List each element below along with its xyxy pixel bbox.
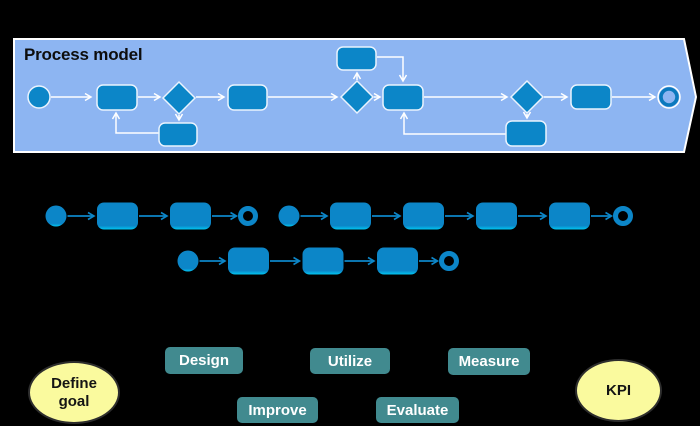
flow-arrow xyxy=(111,111,159,134)
kpi-label: KPI xyxy=(605,381,631,399)
process-model-banner xyxy=(13,38,698,153)
task xyxy=(505,120,547,147)
task xyxy=(336,46,377,71)
trace-end-event xyxy=(613,206,633,226)
kpi-ellipse: KPI xyxy=(575,359,662,422)
task xyxy=(227,84,268,111)
trace-task xyxy=(302,247,344,275)
task xyxy=(382,84,424,111)
trace xyxy=(278,202,633,230)
flow-arrow xyxy=(377,56,408,83)
start-event xyxy=(27,85,51,109)
task xyxy=(158,122,198,147)
task xyxy=(96,84,138,111)
trace-task xyxy=(549,202,590,230)
phase-evaluate: Evaluate xyxy=(376,397,459,423)
trace-task xyxy=(476,202,517,230)
define-goal-ellipse: Define goal xyxy=(28,361,120,424)
gateway xyxy=(339,79,375,115)
task xyxy=(570,84,612,110)
end-event-outline xyxy=(657,85,681,109)
phase-improve: Improve xyxy=(237,397,318,423)
trace-task xyxy=(170,202,211,230)
trace-end-event xyxy=(238,206,258,226)
phase-utilize: Utilize xyxy=(310,348,390,374)
trace-end-event xyxy=(439,251,459,271)
trace-task xyxy=(97,202,138,230)
trace xyxy=(177,247,459,275)
event-log-traces xyxy=(45,202,633,275)
gateway xyxy=(161,80,197,116)
trace-start-event xyxy=(177,250,199,272)
phase-design: Design xyxy=(165,347,243,374)
trace-task xyxy=(228,247,269,275)
process-model-title: Process model xyxy=(24,45,143,64)
flow-arrow xyxy=(399,111,506,135)
trace-task xyxy=(377,247,418,275)
trace xyxy=(45,202,258,230)
trace-start-event xyxy=(45,205,67,227)
define-goal-line1: Define xyxy=(51,374,97,392)
define-goal-line2: goal xyxy=(58,392,90,410)
trace-start-event xyxy=(278,205,300,227)
gateway xyxy=(509,79,545,115)
phase-measure: Measure xyxy=(448,348,530,375)
end-event xyxy=(659,87,679,107)
trace-task xyxy=(403,202,444,230)
trace-task xyxy=(330,202,371,230)
